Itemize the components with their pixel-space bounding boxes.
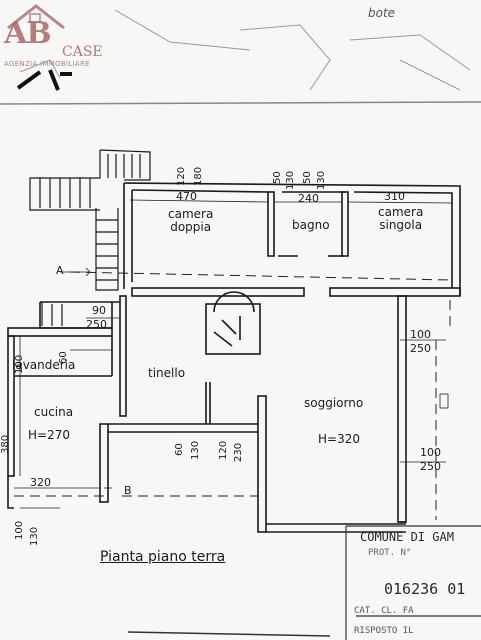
dim-right-250a: 250 [410,342,431,355]
dim-right-250b: 250 [420,460,441,473]
logo-word: CASE [62,44,103,60]
room-camera-singola: camera singola [378,205,424,232]
plan-title: Pianta piano terra [100,549,226,565]
dim-240: 240 [298,192,319,205]
dim-right-100b: 100 [420,446,441,459]
logo-subtitle: AGENZIA IMMOBILIARE [4,60,90,68]
dim-top-130b: 130 [316,170,327,190]
room-camera-doppia: camera doppia [168,207,214,234]
dim-bottom-120: 120 [218,440,229,460]
dim-bottom-60: 60 [174,443,185,456]
stroke-marks [16,69,72,91]
dim-lav-100: 100 [14,354,25,374]
corner-handwritten-note: bote [368,6,396,20]
stamp-comune: COMUNE DI GAM [360,530,454,544]
dim-cucina-380: 380 [0,434,11,454]
external-staircase [29,149,151,326]
dim-310: 310 [384,190,405,203]
dim-bottom-230: 230 [233,442,244,462]
walls [7,182,461,533]
dimension-lines [14,199,453,509]
room-tinello: tinello [148,366,186,380]
room-lavanderia: lavanderia [12,358,76,372]
stamp-number: 016236 01 [384,580,466,598]
soggiorno-height: H=320 [318,432,360,446]
dim-top-120: 120 [176,166,187,186]
agency-logo: AB CASE AGENZIA IMMOBILIARE [0,0,110,72]
dim-bl-100: 100 [14,520,25,540]
stamp-prot: PROT. N° [368,548,412,558]
room-cucina: cucina [34,405,74,419]
dim-bottom-130: 130 [190,440,201,460]
background-sketch [19,9,471,91]
house-roof-icon [7,4,65,30]
section-mark-a: A [56,264,64,277]
dim-bl-130: 130 [29,526,40,546]
room-soggiorno: soggiorno [304,396,364,410]
municipal-stamp-frame [345,525,481,640]
room-bagno: bagno [292,218,330,232]
logo-letters: AB [4,16,52,51]
dim-right-100a: 100 [410,328,431,341]
section-mark-b: B [124,484,132,497]
section-lines [14,271,453,520]
dim-320: 320 [30,476,51,489]
stamp-risposto: RISPOSTO IL [354,626,414,636]
dim-470: 470 [176,190,197,203]
bottom-rule [127,631,331,637]
dim-lav-60: 60 [58,351,69,364]
dim-top-130a: 130 [285,170,296,190]
stamp-cat: CAT. CL. FA [354,606,414,616]
dim-250: 250 [86,318,107,331]
dim-top-50b: 50 [302,171,313,184]
dim-top-180: 180 [193,166,204,186]
dim-90: 90 [92,304,106,317]
dim-top-50a: 50 [272,171,283,184]
cucina-height: H=270 [28,428,70,442]
